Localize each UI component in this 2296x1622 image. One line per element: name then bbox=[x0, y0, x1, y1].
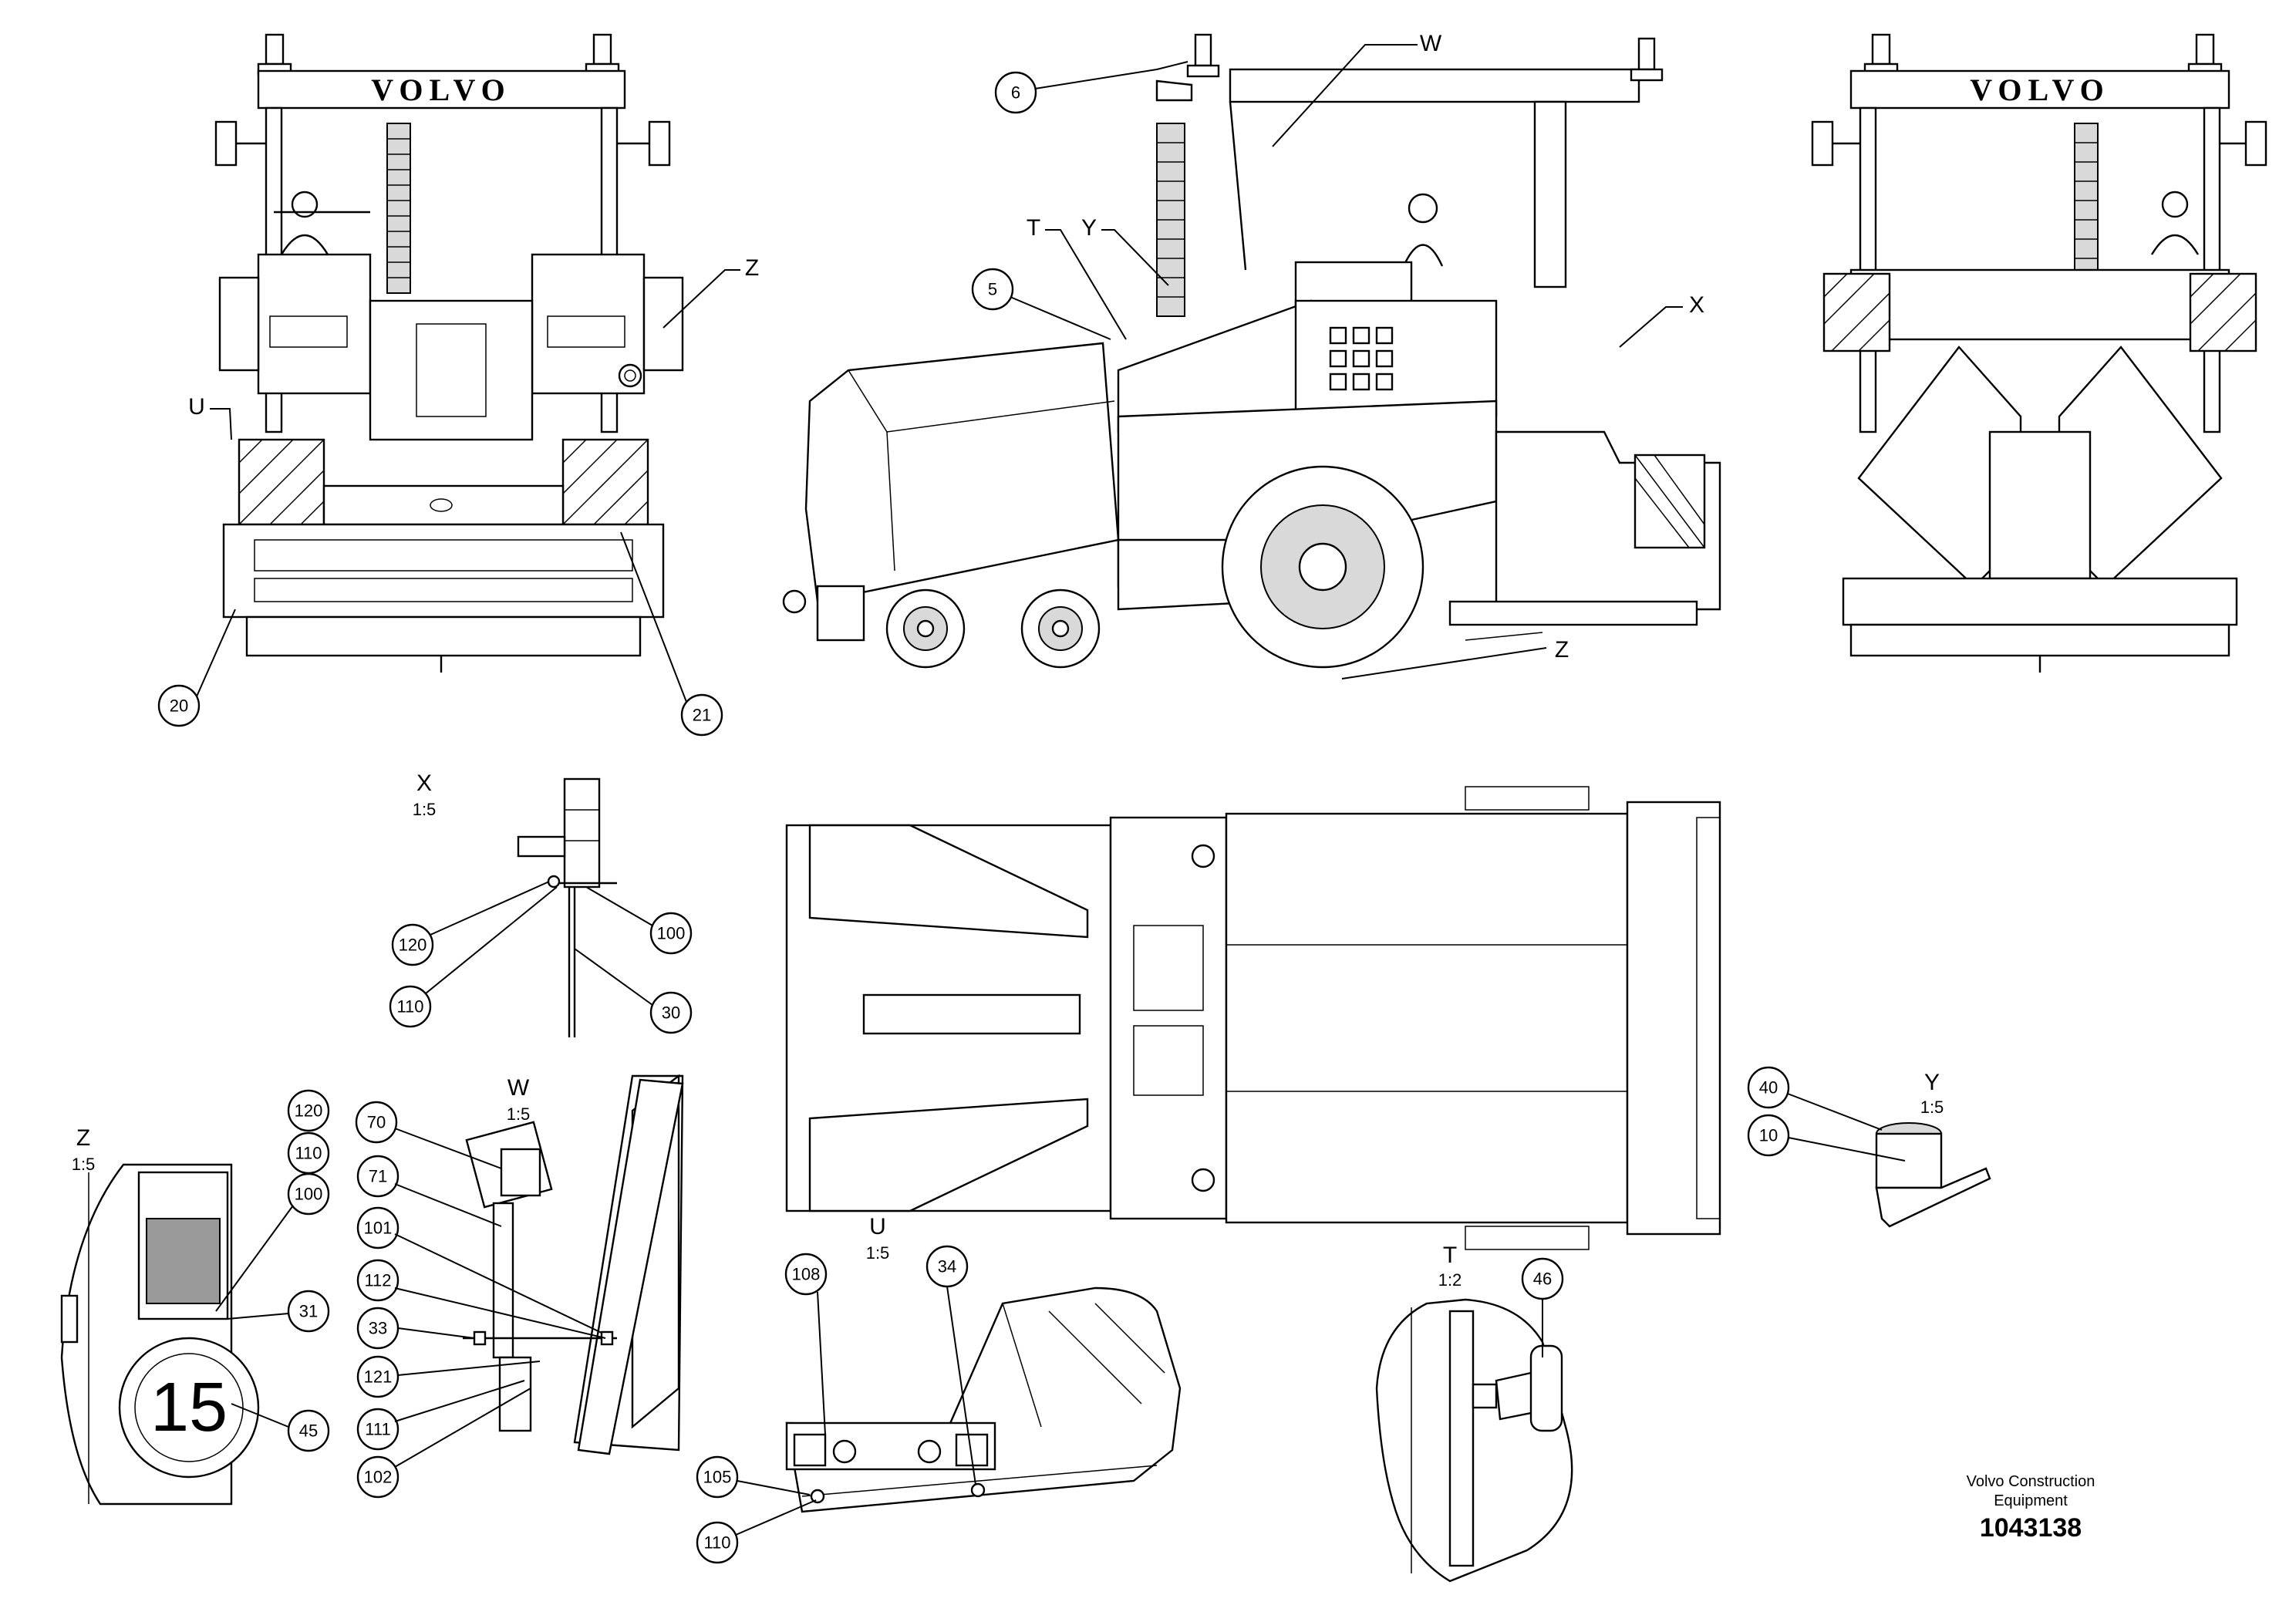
svg-text:100: 100 bbox=[295, 1185, 323, 1204]
svg-text:108: 108 bbox=[792, 1265, 821, 1284]
plan-view bbox=[785, 786, 1721, 1250]
svg-text:70: 70 bbox=[367, 1113, 386, 1132]
callout-120-x[interactable]: 120 bbox=[391, 923, 434, 966]
svg-text:105: 105 bbox=[703, 1468, 732, 1487]
detail-t: T 1:2 46 bbox=[1375, 1243, 1573, 1583]
svg-text:71: 71 bbox=[369, 1167, 387, 1186]
detail-u-title: U bbox=[869, 1214, 886, 1239]
callout-121-w[interactable]: 121 bbox=[356, 1355, 400, 1398]
company-line-1: Volvo Construction bbox=[1967, 1473, 2095, 1490]
detail-y-scale: 1:5 bbox=[1920, 1098, 1944, 1117]
callout-20[interactable]: 20 bbox=[157, 684, 201, 727]
svg-text:111: 111 bbox=[365, 1420, 390, 1439]
svg-text:120: 120 bbox=[399, 936, 427, 955]
svg-text:110: 110 bbox=[396, 997, 423, 1017]
svg-text:45: 45 bbox=[299, 1421, 318, 1441]
callout-5[interactable]: 5 bbox=[971, 268, 1014, 311]
callout-31-z[interactable]: 31 bbox=[287, 1290, 330, 1333]
view-marker-w: W bbox=[1420, 31, 1442, 56]
speed-sign-number: 15 bbox=[150, 1369, 228, 1446]
callout-112-w[interactable]: 112 bbox=[356, 1259, 400, 1302]
company-line-2: Equipment bbox=[1994, 1492, 2068, 1509]
svg-text:121: 121 bbox=[364, 1367, 393, 1387]
svg-text:6: 6 bbox=[1011, 83, 1020, 103]
callout-100-x[interactable]: 100 bbox=[649, 912, 693, 955]
view-marker-t: T bbox=[1027, 215, 1040, 241]
rear-view: VOLVO bbox=[1811, 33, 2267, 673]
svg-text:40: 40 bbox=[1759, 1078, 1778, 1098]
view-marker-y: Y bbox=[1081, 215, 1097, 241]
svg-text:34: 34 bbox=[938, 1257, 956, 1276]
brand-logo-front: VOLVO bbox=[371, 73, 511, 107]
detail-u: U 1:5 108 34 105 110 bbox=[696, 1214, 1182, 1564]
detail-y-title: Y bbox=[1924, 1070, 1940, 1095]
detail-t-title: T bbox=[1443, 1243, 1457, 1268]
callout-108-u[interactable]: 108 bbox=[784, 1253, 828, 1296]
svg-text:112: 112 bbox=[364, 1271, 391, 1290]
callout-100-z[interactable]: 100 bbox=[287, 1172, 330, 1216]
callout-110-z[interactable]: 110 bbox=[287, 1131, 330, 1175]
callout-110-x[interactable]: 110 bbox=[389, 985, 432, 1028]
view-marker-z-front: Z bbox=[745, 255, 759, 281]
callout-45-z[interactable]: 45 bbox=[287, 1409, 330, 1452]
svg-text:31: 31 bbox=[299, 1302, 318, 1321]
detail-x-title: X bbox=[416, 771, 432, 796]
view-marker-z-side: Z bbox=[1555, 637, 1569, 663]
svg-text:21: 21 bbox=[693, 706, 711, 725]
part-number: 1043138 bbox=[1980, 1513, 2082, 1543]
detail-z-title: Z bbox=[76, 1125, 90, 1151]
view-marker-u: U bbox=[188, 394, 205, 420]
front-view: VOLVO bbox=[157, 33, 759, 737]
detail-w: W 1:5 70 71 101 112 33 121 111 102 bbox=[355, 1074, 684, 1499]
svg-text:33: 33 bbox=[369, 1319, 387, 1338]
svg-text:100: 100 bbox=[657, 924, 686, 943]
svg-text:5: 5 bbox=[988, 280, 997, 299]
callout-34-u[interactable]: 34 bbox=[925, 1245, 969, 1288]
brand-logo-rear: VOLVO bbox=[1970, 73, 2109, 107]
detail-w-title: W bbox=[507, 1075, 530, 1101]
detail-x: X 1:5 120 100 110 30 bbox=[389, 771, 693, 1037]
svg-text:101: 101 bbox=[364, 1219, 393, 1238]
callout-33-w[interactable]: 33 bbox=[356, 1307, 400, 1350]
svg-text:10: 10 bbox=[1759, 1126, 1778, 1145]
svg-text:110: 110 bbox=[295, 1144, 322, 1163]
svg-text:110: 110 bbox=[703, 1533, 730, 1553]
detail-z: Z 1:5 15 120 110 100 31 45 bbox=[60, 1089, 330, 1506]
callout-70-w[interactable]: 70 bbox=[355, 1101, 398, 1144]
title-block: Volvo Construction Equipment 1043138 bbox=[1967, 1473, 2095, 1543]
callout-40-y[interactable]: 40 bbox=[1747, 1066, 1790, 1109]
detail-w-scale: 1:5 bbox=[507, 1104, 531, 1124]
detail-u-scale: 1:5 bbox=[866, 1243, 890, 1263]
callout-71-w[interactable]: 71 bbox=[356, 1155, 400, 1198]
detail-x-scale: 1:5 bbox=[413, 800, 437, 819]
detail-z-scale: 1:5 bbox=[72, 1155, 96, 1174]
svg-text:120: 120 bbox=[295, 1101, 323, 1121]
svg-text:102: 102 bbox=[364, 1468, 393, 1487]
callout-46-t[interactable]: 46 bbox=[1521, 1257, 1564, 1300]
detail-y: Y 1:5 40 10 bbox=[1747, 1066, 1991, 1228]
callout-6[interactable]: 6 bbox=[994, 71, 1037, 114]
callout-105-u[interactable]: 105 bbox=[696, 1455, 739, 1499]
svg-text:20: 20 bbox=[170, 696, 188, 716]
view-marker-x: X bbox=[1689, 292, 1704, 318]
callout-120-z[interactable]: 120 bbox=[287, 1089, 330, 1132]
detail-t-scale: 1:2 bbox=[1438, 1270, 1462, 1290]
svg-text:46: 46 bbox=[1533, 1270, 1552, 1289]
callout-10-y[interactable]: 10 bbox=[1747, 1114, 1790, 1157]
svg-text:30: 30 bbox=[662, 1003, 680, 1023]
callout-101-w[interactable]: 101 bbox=[356, 1206, 400, 1249]
side-view: 6 5 W T Y X Z bbox=[782, 31, 1721, 679]
callout-21[interactable]: 21 bbox=[680, 693, 723, 737]
callout-30-x[interactable]: 30 bbox=[649, 991, 693, 1034]
callout-102-w[interactable]: 102 bbox=[356, 1455, 400, 1499]
callout-111-w[interactable]: 111 bbox=[356, 1408, 400, 1451]
callout-110-u[interactable]: 110 bbox=[696, 1521, 739, 1564]
